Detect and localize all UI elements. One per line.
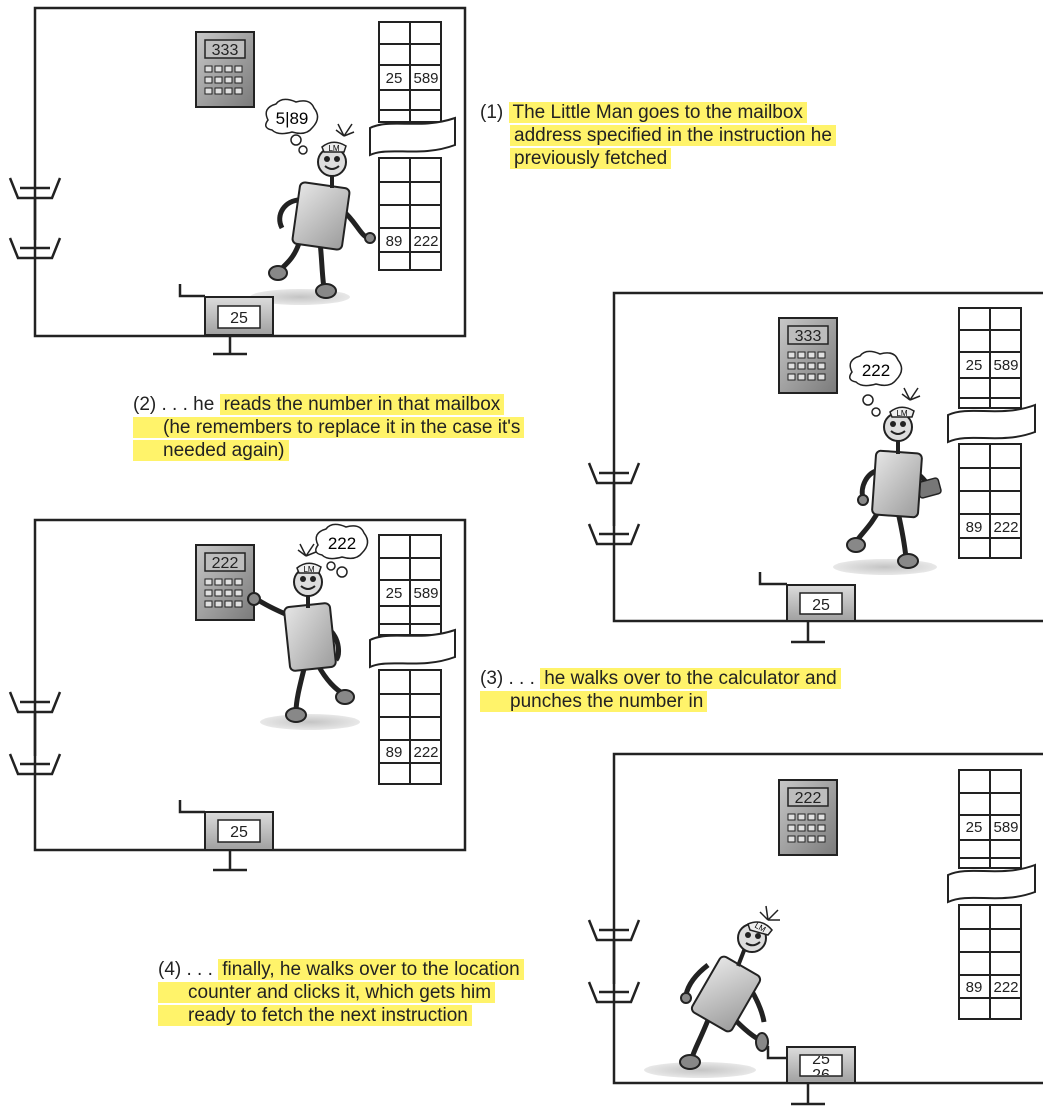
calculator-value: 222 (212, 555, 239, 572)
mailbox-value: 589 (993, 357, 1018, 374)
mailbox-address: 25 (386, 585, 403, 602)
mailbox-address: 89 (966, 519, 983, 536)
mailbox-address: 25 (966, 357, 983, 374)
cap-label: LM (328, 144, 339, 153)
mailbox-address: 89 (966, 979, 983, 996)
cap-label: LM (896, 409, 907, 418)
calculator-value: 222 (795, 790, 822, 807)
caption-step-2: (2) . . . he reads the number in that ma… (133, 393, 524, 462)
counter-value: 25 (812, 597, 830, 614)
panel-3: 222 25 589 89 222 (10, 520, 465, 870)
mailbox-address: 89 (386, 233, 403, 250)
thought-text: 5|89 (276, 109, 309, 128)
counter-value: 25 (230, 310, 248, 327)
calculator: 222 (196, 545, 254, 620)
calculator: 333 (196, 32, 254, 107)
thought-text: 222 (862, 361, 890, 380)
mailbox-value: 589 (413, 70, 438, 87)
panel-2: 333 25 589 89 222 (589, 293, 1043, 642)
panel-1: 333 25 589 89 222 (10, 8, 465, 354)
mailboxes (948, 308, 1035, 558)
panel-4: 222 25 589 89 222 (589, 754, 1043, 1104)
cap-label: LM (303, 565, 314, 574)
calculator-value: 333 (795, 328, 822, 345)
calculator: 222 (779, 780, 837, 855)
mailbox-value: 222 (993, 519, 1018, 536)
mailbox-value: 222 (413, 744, 438, 761)
calculator-value: 333 (212, 42, 239, 59)
mailboxes (948, 770, 1035, 1019)
caption-step-1: (1) The Little Man goes to the mailbox a… (480, 101, 836, 170)
caption-step-4: (4) . . . finally, he walks over to the … (158, 958, 524, 1027)
mailbox-value: 222 (993, 979, 1018, 996)
calculator: 333 (779, 318, 837, 393)
counter-value: 25 (230, 824, 248, 841)
caption-step-3: (3) . . . he walks over to the calculato… (480, 667, 841, 713)
mailbox-address: 25 (386, 70, 403, 87)
mailbox-value: 589 (993, 819, 1018, 836)
mailbox-value: 589 (413, 585, 438, 602)
mailbox-address: 89 (386, 744, 403, 761)
thought-text: 222 (328, 534, 356, 553)
mailbox-value: 222 (413, 233, 438, 250)
mailbox-address: 25 (966, 819, 983, 836)
